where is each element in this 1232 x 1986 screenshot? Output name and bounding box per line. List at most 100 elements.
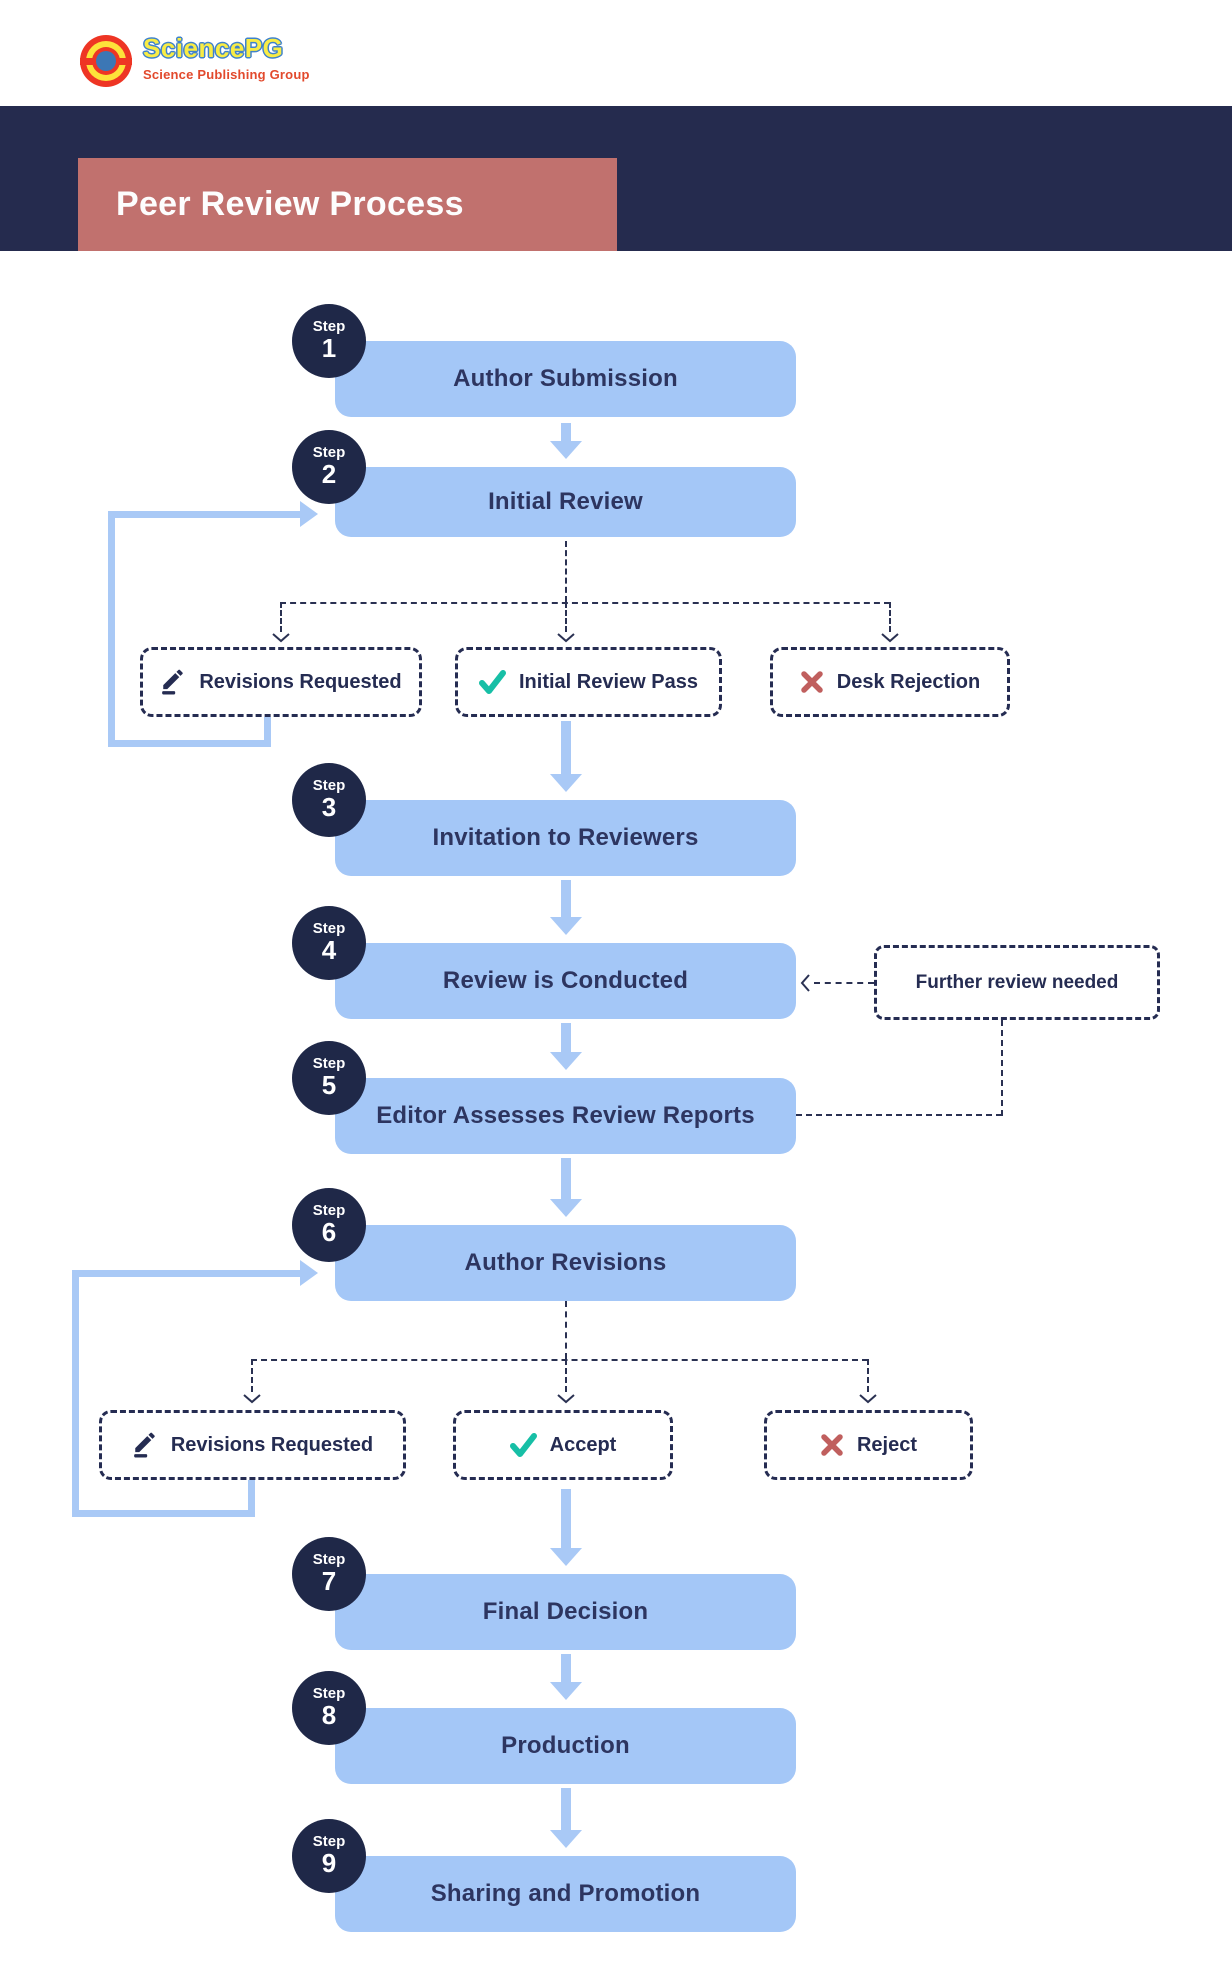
step-badge-7: Step 7	[292, 1537, 366, 1611]
badge-word: Step	[312, 1551, 346, 1569]
loop1-bottom-segment	[108, 740, 271, 747]
pencil-icon	[132, 1432, 158, 1458]
arrow-pass-3	[561, 721, 571, 774]
sciencepg-logo-icon	[80, 35, 132, 87]
flow-box-sharing-and-promotion: Sharing and Promotion	[335, 1856, 796, 1932]
loop2-top-segment	[72, 1270, 300, 1277]
badge-number: 5	[321, 1070, 337, 1101]
loop1-top-segment	[108, 511, 300, 518]
step-badge-8: Step 8	[292, 1671, 366, 1745]
flow-label: Author Submission	[453, 365, 678, 392]
pencil-icon	[160, 669, 186, 695]
arrow-pass-3-head	[550, 774, 582, 792]
chevron-down-icon	[557, 633, 575, 643]
outcome-reject: Reject	[764, 1410, 973, 1480]
branch1-drop-mid	[565, 602, 567, 632]
flow-box-initial-review: Initial Review	[335, 467, 796, 537]
arrow-3-4	[561, 880, 571, 917]
chevron-down-icon	[557, 1394, 575, 1404]
loop2-arrowhead	[300, 1260, 318, 1286]
outcome-label: Reject	[856, 1433, 918, 1456]
badge-number: 7	[321, 1566, 337, 1597]
step-badge-6: Step 6	[292, 1188, 366, 1262]
flow-label: Review is Conducted	[442, 967, 689, 994]
brand-name: SciencePG	[143, 33, 284, 63]
badge-number: 1	[321, 333, 337, 364]
badge-word: Step	[312, 777, 346, 795]
flow-label: Editor Assesses Review Reports	[376, 1102, 755, 1129]
loop2-left-segment	[72, 1270, 79, 1517]
check-icon	[479, 670, 506, 694]
flow-label: Production	[501, 1732, 630, 1759]
flow-label: Final Decision	[482, 1598, 649, 1625]
outcome-label: Revisions Requested	[170, 1433, 374, 1456]
loop1-left-segment	[108, 511, 115, 747]
branch2-drop-mid	[565, 1359, 567, 1392]
outcome-label: Accept	[549, 1433, 617, 1456]
check-icon	[509, 1433, 537, 1457]
flow-label: Invitation to Reviewers	[432, 824, 699, 851]
badge-word: Step	[312, 1833, 346, 1851]
branch2-drop-left	[251, 1359, 253, 1392]
badge-word: Step	[312, 318, 346, 336]
arrow-7-8-head	[550, 1682, 582, 1700]
badge-number: 2	[321, 459, 337, 490]
further-review-horizontal-line	[796, 1114, 1002, 1116]
outcome-label: Revisions Requested	[199, 670, 402, 693]
step-badge-1: Step 1	[292, 304, 366, 378]
arrow-accept-7	[561, 1489, 571, 1548]
badge-word: Step	[312, 1055, 346, 1073]
note-further-review-needed: Further review needed	[874, 945, 1160, 1020]
cross-icon	[800, 670, 824, 694]
badge-word: Step	[312, 920, 346, 938]
cross-icon	[820, 1433, 844, 1457]
step-badge-4: Step 4	[292, 906, 366, 980]
arrow-accept-7-head	[550, 1548, 582, 1566]
loop1-arrowhead	[300, 501, 318, 527]
outcome-label: Desk Rejection	[836, 670, 981, 693]
badge-number: 6	[321, 1217, 337, 1248]
badge-word: Step	[312, 444, 346, 462]
outcome-accept: Accept	[453, 1410, 673, 1480]
branch2-stem	[565, 1301, 567, 1359]
badge-word: Step	[312, 1202, 346, 1220]
branch1-drop-right	[889, 602, 891, 632]
arrow-1-2-head	[550, 441, 582, 459]
step-badge-2: Step 2	[292, 430, 366, 504]
outcome-revisions-requested-2: Revisions Requested	[99, 1410, 406, 1480]
loop2-bottom-segment	[72, 1510, 255, 1517]
flow-box-production: Production	[335, 1708, 796, 1784]
badge-number: 3	[321, 792, 337, 823]
flow-label: Sharing and Promotion	[430, 1880, 701, 1907]
chevron-down-icon	[881, 633, 899, 643]
page-title: Peer Review Process	[116, 185, 464, 223]
outcome-revisions-requested-1: Revisions Requested	[140, 647, 422, 717]
arrow-3-4-head	[550, 917, 582, 935]
chevron-down-icon	[272, 633, 290, 643]
flow-label: Initial Review	[488, 488, 643, 515]
arrow-4-5	[561, 1023, 571, 1052]
step-badge-9: Step 9	[292, 1819, 366, 1893]
flow-box-review-is-conducted: Review is Conducted	[335, 943, 796, 1019]
loop2-down-segment	[248, 1480, 255, 1517]
flow-box-final-decision: Final Decision	[335, 1574, 796, 1650]
branch1-drop-left	[280, 602, 282, 632]
arrow-7-8	[561, 1654, 571, 1682]
flow-box-author-revisions: Author Revisions	[335, 1225, 796, 1301]
badge-number: 9	[321, 1848, 337, 1879]
arrow-8-9-head	[550, 1830, 582, 1848]
arrow-1-2	[561, 423, 571, 441]
flow-box-author-submission: Author Submission	[335, 341, 796, 417]
arrow-5-6-head	[550, 1199, 582, 1217]
badge-number: 4	[321, 935, 337, 966]
outcome-initial-review-pass: Initial Review Pass	[455, 647, 722, 717]
step-badge-3: Step 3	[292, 763, 366, 837]
chevron-down-icon	[243, 1394, 261, 1404]
arrow-4-5-head	[550, 1052, 582, 1070]
arrow-5-6	[561, 1158, 571, 1199]
note-label: Further review needed	[915, 971, 1119, 993]
branch1-rail	[280, 602, 890, 604]
branch1-stem	[565, 541, 567, 602]
flow-box-editor-assesses-review-reports: Editor Assesses Review Reports	[335, 1078, 796, 1154]
